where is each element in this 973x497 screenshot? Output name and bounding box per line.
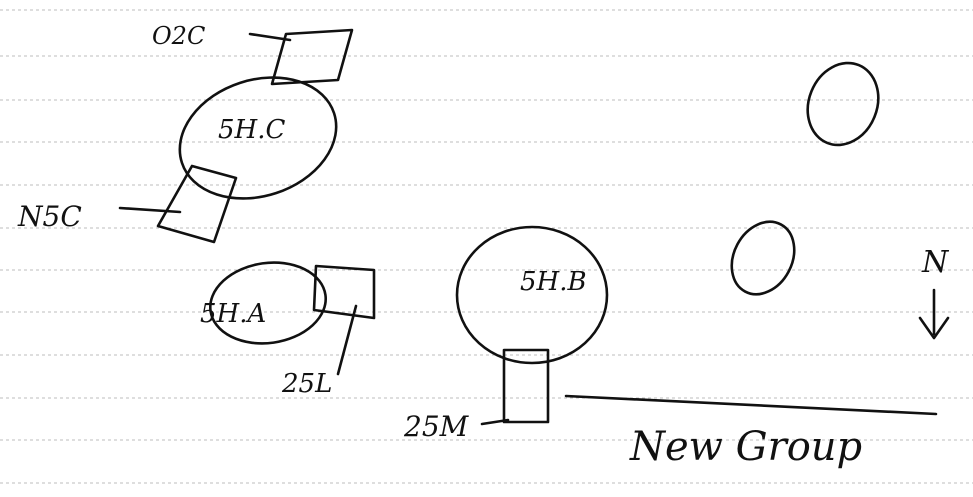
label-5hc: 5H.C (218, 115, 285, 145)
ruled-lines (0, 9, 973, 484)
oval-right-top (806, 61, 880, 147)
label-5hb: 5H.B (520, 267, 587, 297)
leader-group (564, 394, 938, 416)
oval-top-left (178, 76, 338, 200)
label-5ha: 5H.A (200, 299, 266, 329)
leader-left (118, 206, 182, 214)
oval-small (208, 261, 328, 345)
oval-center (455, 225, 609, 365)
leader-bottom (480, 418, 510, 426)
rect-bottom (502, 348, 550, 424)
label-o2c: O2C (152, 22, 205, 50)
label-25m: 25M (403, 410, 470, 443)
label-new-group: New Group (629, 424, 862, 470)
label-n5c: N5C (17, 200, 82, 233)
rect-small (312, 264, 376, 320)
label-25l: 25L (281, 369, 332, 399)
oval-right-middle (730, 220, 796, 296)
rect-top (270, 28, 354, 86)
label-north: N (921, 245, 950, 280)
leader-top (248, 32, 292, 42)
north-arrow-icon (918, 288, 950, 340)
leader-small (336, 304, 358, 376)
rect-left (156, 164, 238, 244)
